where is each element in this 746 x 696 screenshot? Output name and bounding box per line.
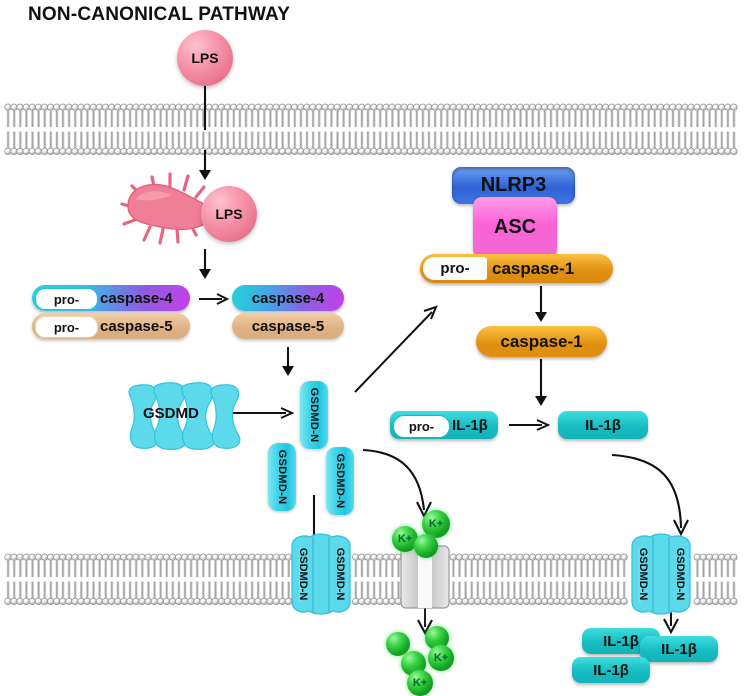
pro-caspase-1-capsule[interactable]: pro- caspase-1 [420,254,613,283]
arrowhead-inflammasome [423,305,438,320]
il1b-box-released-3[interactable]: IL-1β [572,657,650,683]
gsdmd-oligomer [128,382,241,450]
caspase-4-label: caspase-4 [100,289,173,307]
arrowhead-proil [535,396,547,406]
arrowhead-caspase [216,293,230,305]
bacterium-highlight [136,191,172,201]
potassium-ion-2: K+ [422,510,450,538]
pro-prefix-label: pro- [393,415,450,438]
caspase-5-capsule[interactable]: caspase-5 [232,313,344,339]
caspase-4-capsule[interactable]: caspase-4 [232,285,344,311]
gsdmd-n-pore-label-left-2: GSDMD-N [334,547,346,601]
gsdmd-n-pore-label-left-1: GSDMD-N [297,547,309,601]
pro-prefix-label: pro- [35,316,98,338]
asc-box[interactable]: ASC [473,197,557,258]
caspase-1-label: caspase-1 [492,258,575,278]
gsdmd-n-label: GSDMD-N [276,449,288,505]
arrowhead-gsdmdn2 [280,407,295,419]
arrowhead-il-pore [673,519,689,537]
lps-molecule-bacterium: LPS [201,186,257,242]
caspase-1-capsule[interactable]: caspase-1 [476,326,607,357]
gsdmd-n-fragment-2[interactable]: GSDMD-N [268,443,296,511]
gsdmd-n-fragment-3[interactable]: GSDMD-N [326,447,354,515]
arrow-layer [199,86,689,636]
gsdmd-n-pore-label-right-2: GSDMD-N [674,547,686,601]
gsdmd-n-label: GSDMD-N [308,387,320,443]
lower-membrane [4,553,738,606]
il1b-box-mature[interactable]: IL-1β [558,411,648,439]
arrowhead-caspase1 [535,312,547,322]
il1b-box-released-2[interactable]: IL-1β [640,636,718,662]
potassium-channel [400,545,450,609]
pro-prefix-label: pro- [35,288,98,310]
arrowhead-gsdmdn [282,366,294,376]
caspase-5-label: caspase-5 [100,317,173,335]
arrow-curve-il-to-pore [611,453,683,529]
bacterium [120,172,224,245]
arrowhead-bacterium [199,170,211,180]
pro-caspase-4-capsule[interactable]: pro- caspase-4 [32,285,190,311]
arrow-to-inflammasome [354,311,433,393]
pro-il1b-box[interactable]: pro- IL-1β [390,411,498,439]
upper-membrane [4,103,738,156]
lps-molecule-top: LPS [177,30,233,86]
gsdmd-label: GSDMD [143,405,199,422]
page-title: NON-CANONICAL PATHWAY [28,4,291,25]
il1b-label: IL-1β [452,416,488,434]
potassium-ion-7: K+ [428,645,454,671]
potassium-ion-3 [414,534,438,558]
gsdmd-n-fragment-1[interactable]: GSDMD-N [300,381,328,449]
arrowhead-il-release [663,618,679,635]
potassium-ion-8: K+ [407,670,433,696]
arrowhead-il [536,419,551,431]
pro-caspase-5-capsule[interactable]: pro- caspase-5 [32,313,190,339]
gsdmd-n-label: GSDMD-N [334,453,346,509]
gsdmd-pore-right [631,533,691,615]
pro-prefix-label: pro- [423,257,487,280]
gsdmd-pore-left [291,533,351,615]
arrowhead-caspases [199,269,211,279]
gsdmd-n-pore-label-right-1: GSDMD-N [637,547,649,601]
arrow-curve-to-potassium [362,448,426,511]
potassium-ion-1: K+ [392,526,418,552]
